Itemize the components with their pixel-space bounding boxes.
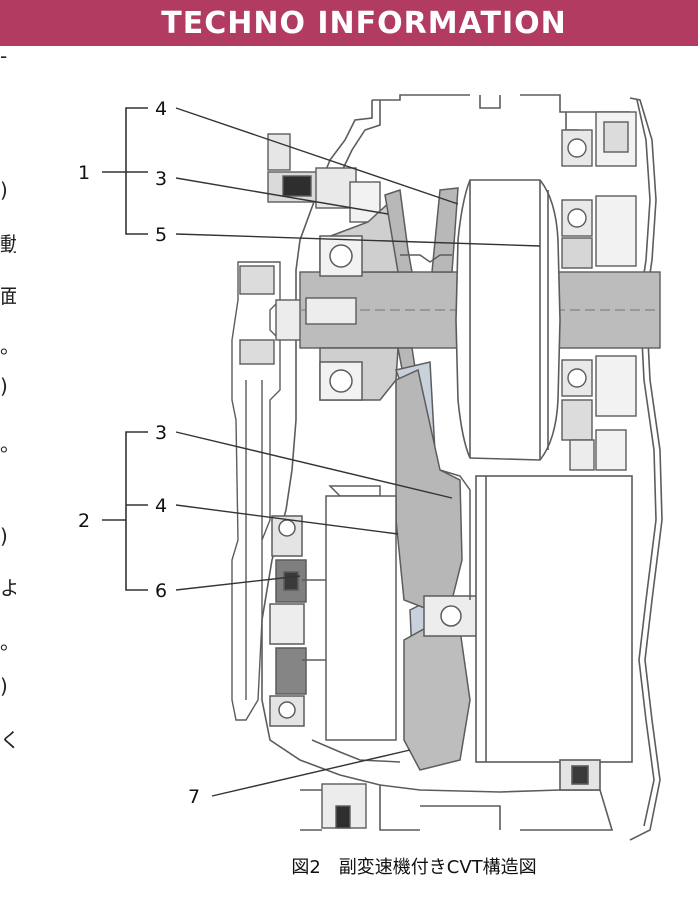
edge-char: く [0,728,16,752]
figure-caption: 図2 副変速機付きCVT構造図 [291,857,537,878]
right-side-parts [561,111,637,471]
group-label-1: 1 [78,162,90,184]
upper-drum [455,179,561,461]
edge-char: ) [0,178,8,202]
group-bracket-2 [102,431,148,591]
secondary-pulley [395,361,479,771]
callout-4-bottom: 4 [155,495,167,517]
edge-char: ) [0,374,8,398]
callout-4-top: 4 [155,98,167,120]
edge-char: ) [0,674,8,698]
header-title: TECHNO INFORMATION [161,5,567,41]
lower-right-housing [475,475,633,791]
cvt-diagram: 1 2 4 3 5 3 4 6 7 [0,46,698,898]
callout-3-bottom: 3 [155,422,167,444]
edge-char: 。 [0,428,16,457]
edge-char: ) [0,524,8,548]
edge-char: 。 [0,330,16,359]
edge-char: 。 [0,626,16,655]
transmission-housing [261,94,663,841]
callout-6: 6 [155,580,167,602]
sub-transmission [269,485,401,763]
leader-lines [175,107,541,797]
edge-char: - [0,44,8,68]
edge-char: 面 [0,284,16,308]
bottom-mount [300,783,367,831]
sensor-block [267,133,381,223]
edge-char: 動 [0,232,16,256]
edge-char: よ [0,576,16,600]
header-banner: TECHNO INFORMATION [0,0,698,46]
callout-7: 7 [188,786,200,808]
group-bracket-1 [102,107,148,235]
cvt-structure-svg: 1 2 4 3 5 3 4 6 7 [78,94,663,841]
group-label-2: 2 [78,510,90,532]
callout-3-top: 3 [155,168,167,190]
callout-5: 5 [155,224,167,246]
